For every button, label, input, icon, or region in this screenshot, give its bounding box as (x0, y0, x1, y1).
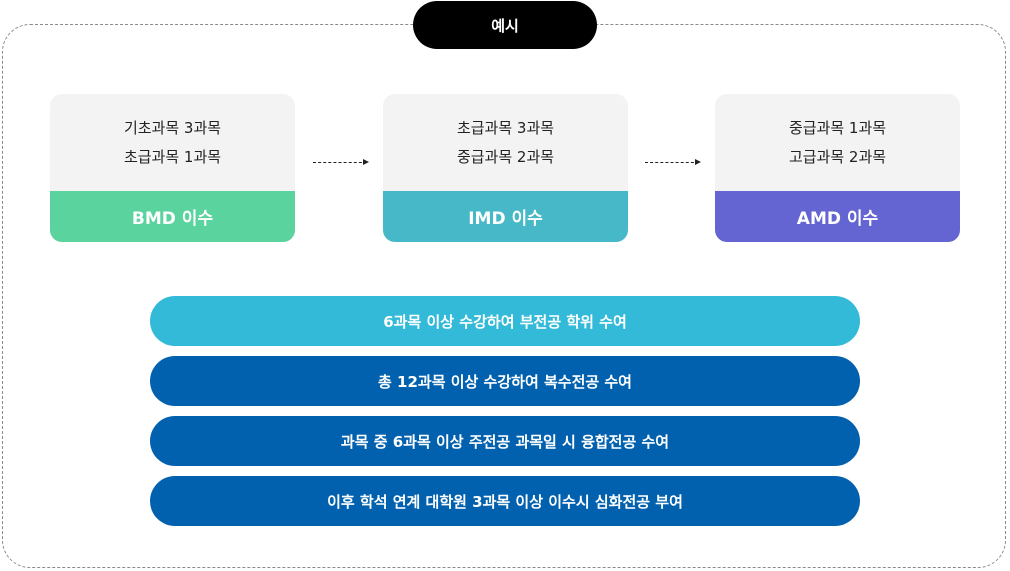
card-amd-line-1: 중급과목 1과목 (788, 118, 887, 137)
card-bmd-footer: BMD 이수 (50, 191, 295, 242)
card-bmd-footer-label: BMD 이수 (131, 209, 214, 229)
card-bmd-line-2: 초급과목 1과목 (123, 147, 222, 166)
card-imd-line-1: 초급과목 3과목 (456, 118, 555, 137)
bar-minor: 6과목 이상 수강하여 부전공 학위 수여 (150, 296, 860, 346)
bar-convergence-major: 과목 중 6과목 이상 주전공 과목일 시 융합전공 수여 (150, 416, 860, 466)
card-imd: 초급과목 3과목 중급과목 2과목 IMD 이수 (383, 94, 628, 242)
arrow-right-icon (313, 159, 369, 165)
example-tag: 예시 (413, 1, 597, 49)
bar-double-major: 총 12과목 이상 수강하여 복수전공 수여 (150, 356, 860, 406)
card-amd-body: 중급과목 1과목 고급과목 2과목 (715, 94, 960, 191)
card-imd-line-2: 중급과목 2과목 (456, 147, 555, 166)
bar-double-major-label: 총 12과목 이상 수강하여 복수전공 수여 (378, 372, 632, 391)
arrow-head-icon (363, 159, 369, 165)
bar-convergence-major-label: 과목 중 6과목 이상 주전공 과목일 시 융합전공 수여 (340, 432, 670, 451)
card-amd-footer: AMD 이수 (715, 191, 960, 242)
bar-minor-label: 6과목 이상 수강하여 부전공 학위 수여 (383, 312, 627, 331)
card-amd-line-2: 고급과목 2과목 (788, 147, 887, 166)
card-bmd-body: 기초과목 3과목 초급과목 1과목 (50, 94, 295, 191)
arrow-head-icon (695, 159, 701, 165)
card-amd-footer-label: AMD 이수 (796, 209, 879, 229)
card-imd-footer: IMD 이수 (383, 191, 628, 242)
card-imd-body: 초급과목 3과목 중급과목 2과목 (383, 94, 628, 191)
card-bmd: 기초과목 3과목 초급과목 1과목 BMD 이수 (50, 94, 295, 242)
card-imd-footer-label: IMD 이수 (468, 209, 543, 229)
arrow-right-icon (645, 159, 701, 165)
example-tag-label: 예시 (491, 16, 519, 35)
bar-advanced-major-label: 이후 학석 연계 대학원 3과목 이상 이수시 심화전공 부여 (327, 492, 683, 511)
card-amd: 중급과목 1과목 고급과목 2과목 AMD 이수 (715, 94, 960, 242)
bar-advanced-major: 이후 학석 연계 대학원 3과목 이상 이수시 심화전공 부여 (150, 476, 860, 526)
card-bmd-line-1: 기초과목 3과목 (123, 118, 222, 137)
